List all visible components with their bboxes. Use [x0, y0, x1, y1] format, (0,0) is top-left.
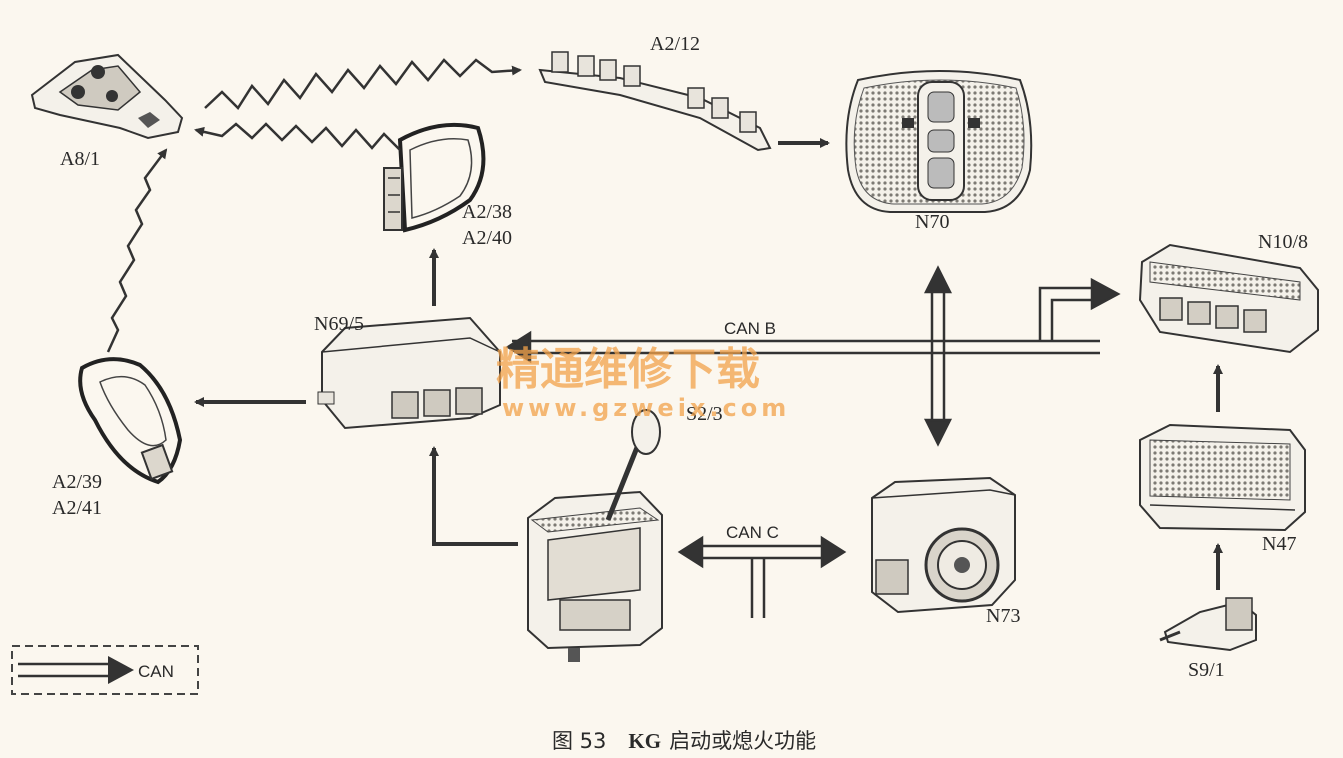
ignition-switch-n73 [871, 476, 1016, 614]
wireless-a2-38-to-fob [194, 122, 401, 151]
antenna-strip-a2-12 [538, 51, 772, 152]
wireless-signals [106, 58, 522, 353]
label-a2-39: A2/39 [52, 471, 102, 493]
label-s9-1: S9/1 [1188, 659, 1225, 681]
gear-selector-s2-3 [527, 409, 663, 662]
wireless-a2-39-to-fob [106, 148, 168, 353]
legend-label: CAN [138, 662, 174, 681]
label-a2-12: A2/12 [650, 33, 700, 55]
watermark-title: 精通维修下载 [496, 344, 760, 395]
key-fob-a8-1 [30, 53, 184, 140]
sam-module-n10-8 [1138, 243, 1319, 354]
label-n70: N70 [915, 211, 949, 233]
signal-arrows [194, 138, 1223, 590]
control-unit-n69-5 [317, 316, 501, 430]
watermark-url: www.gzweix.com [502, 394, 790, 422]
label-a2-38: A2/38 [462, 201, 512, 223]
caption-code: KG [628, 729, 661, 753]
label-can-b: CAN B [724, 319, 776, 338]
label-can-c: CAN C [726, 523, 779, 542]
antenna-a2-39-a2-41 [78, 357, 183, 485]
wireless-fob-to-a2-12 [204, 58, 522, 110]
label-n73: N73 [986, 605, 1020, 627]
switch-s9-1 [1159, 597, 1257, 652]
label-s2-3: S2/3 [686, 403, 723, 425]
label-n10-8: N10/8 [1258, 231, 1308, 253]
figure-caption: 图 53 KG 启动或熄火功能 [552, 729, 816, 753]
label-a2-41: A2/41 [52, 497, 102, 519]
can-c-bus [677, 535, 847, 618]
legend: CAN [11, 645, 199, 695]
label-a8-1: A8/1 [60, 148, 100, 170]
arrow-s2-3-to-n69-5 [429, 446, 518, 546]
label-a2-40: A2/40 [462, 227, 512, 249]
label-n47: N47 [1262, 533, 1296, 555]
caption-figure-number: 图 53 [552, 729, 606, 753]
label-n69-5: N69/5 [314, 313, 364, 335]
legend-arrow-icon [108, 656, 134, 684]
caption-title: 启动或熄火功能 [669, 729, 816, 753]
antenna-a2-38-a2-40 [383, 122, 486, 233]
control-unit-n47 [1139, 423, 1306, 532]
overhead-panel-n70 [845, 70, 1033, 213]
can-b-bus [505, 265, 1121, 447]
